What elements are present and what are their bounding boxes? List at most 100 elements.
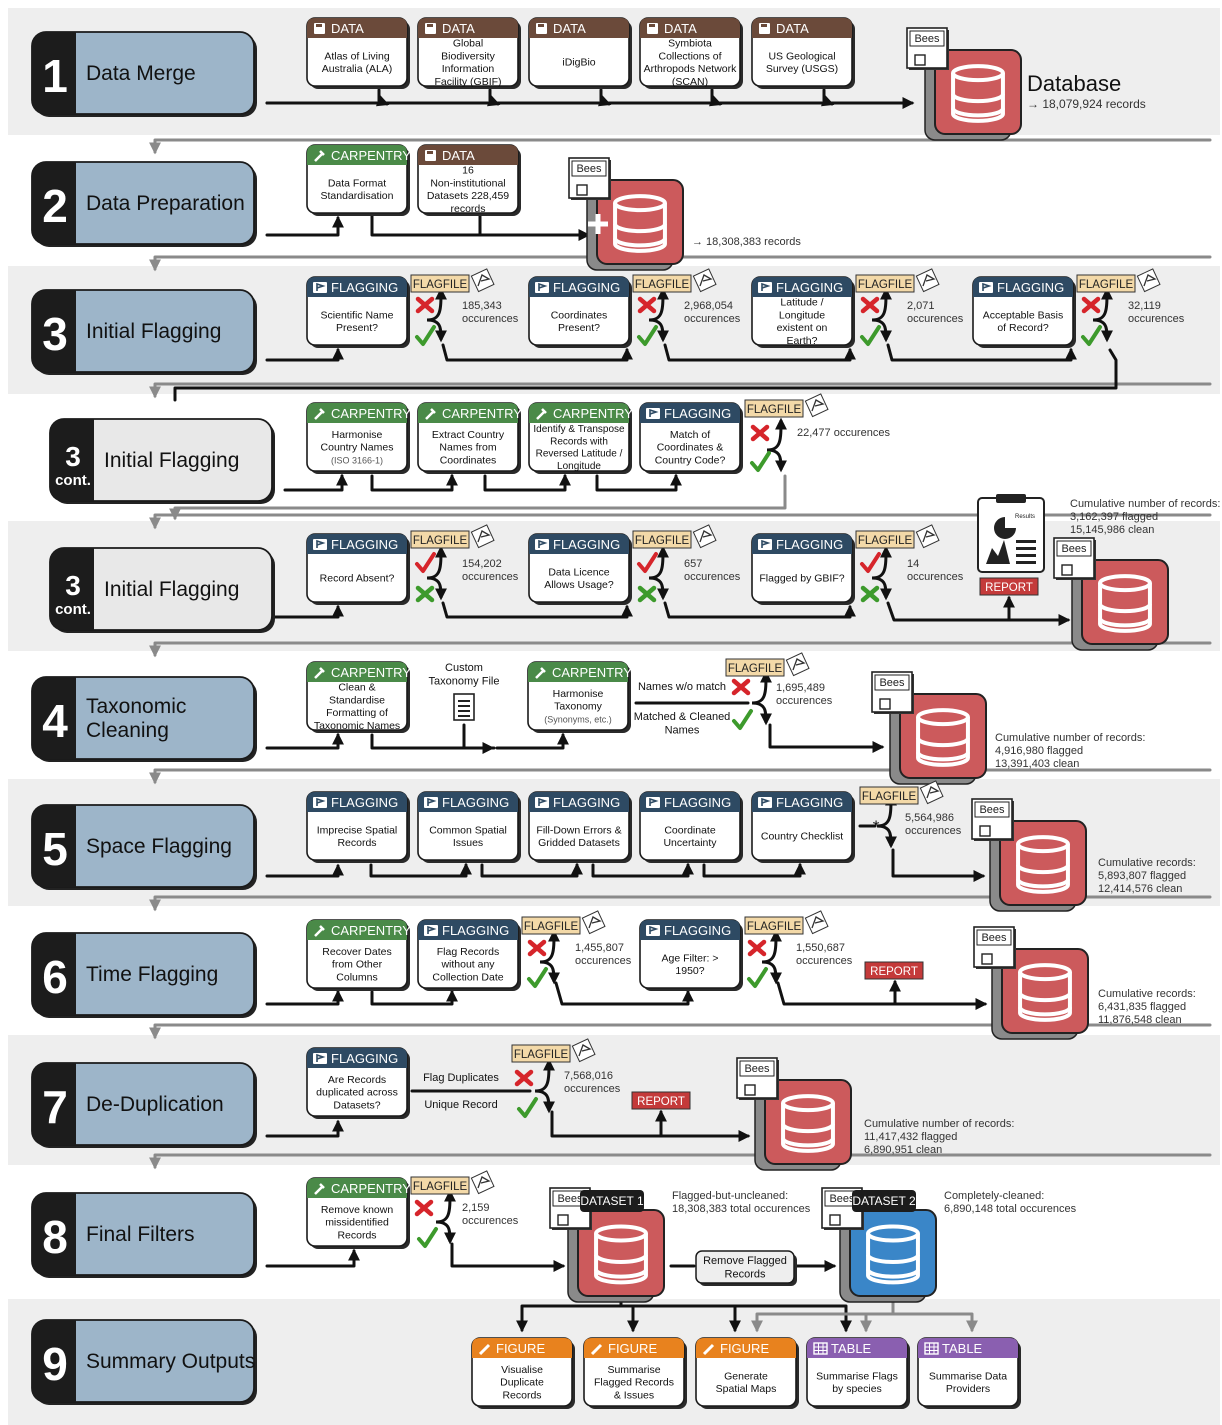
wrench-icon	[425, 408, 436, 420]
box-subtext: (Synonyms, etc.)	[544, 714, 612, 724]
box-header-label: FLAGGING	[331, 537, 398, 552]
flow-arrow	[149, 382, 1212, 399]
flagfile-label: FLAGFILE	[858, 279, 913, 291]
stage-number-block	[32, 933, 76, 1015]
stage-number-block	[50, 419, 94, 501]
stage-number-block	[32, 162, 76, 244]
box-header	[307, 1178, 407, 1198]
flag-glyph	[649, 797, 659, 806]
duplicate-label: Flag Duplicates	[423, 1072, 499, 1084]
floppy-slot	[576, 184, 588, 196]
no-match-label: Names w/o match	[638, 681, 726, 693]
branch-down	[871, 576, 892, 601]
box-header	[307, 145, 407, 165]
flagfile-badge: FLAGFILE	[855, 524, 940, 549]
flow-arrow	[149, 895, 1212, 912]
box-header	[584, 1338, 684, 1358]
flagfile-label: FLAGFILE	[635, 535, 690, 547]
branch-down	[534, 1089, 555, 1114]
flow-arrow	[149, 768, 1212, 785]
cross-icon	[860, 296, 880, 314]
cumulative-clean: 11,876,548 clean	[1098, 1014, 1182, 1026]
box-header-label: FIGURE	[608, 1341, 657, 1356]
stage-number-block	[32, 805, 76, 887]
check-icon	[750, 451, 771, 472]
flag-glyph	[538, 797, 548, 806]
floppy-label	[976, 929, 1012, 946]
flow-arrow	[886, 343, 1077, 362]
flagfile-box	[855, 530, 915, 549]
floppy-shutter	[316, 24, 322, 27]
stage-number-block	[32, 677, 76, 759]
cumulative-clean: 12,414,576 clean	[1098, 883, 1182, 895]
flagfile-badge: FLAGFILE	[725, 652, 810, 677]
box-header-label: CARPENTRY	[331, 148, 411, 163]
database-icon: Bees	[871, 671, 987, 785]
flagfile-label: FLAGFILE	[1079, 279, 1134, 291]
database-ring	[781, 1137, 835, 1148]
box-header	[752, 534, 852, 554]
branch-down	[871, 318, 892, 343]
flagfile-box	[744, 399, 804, 418]
box-header-label: FLAGGING	[664, 406, 731, 421]
flow-arrow	[149, 255, 1212, 272]
stage-number: 4	[42, 695, 68, 747]
occurrence-unit: occurences	[462, 313, 519, 325]
box-header	[529, 403, 629, 423]
cumulative-flagged: 5,893,807 flagged	[1098, 870, 1186, 882]
table-grid	[814, 1343, 827, 1354]
branch-up	[539, 929, 560, 964]
flow-arrow	[370, 733, 495, 754]
box-text: iDigBio	[562, 57, 595, 69]
database-icon: Bees	[1053, 537, 1169, 651]
check-icon	[415, 325, 436, 346]
occurrence-count: 2,968,054	[684, 300, 733, 312]
floppy-shutter	[538, 24, 544, 27]
wrench-icon	[314, 667, 325, 679]
occurrence-unit: occurences	[907, 313, 964, 325]
flow-arrow	[441, 343, 633, 362]
box-header-label: CARPENTRY	[331, 406, 411, 421]
stage-title: Space Flagging	[86, 835, 232, 858]
stage-title: Initial Flagging	[104, 449, 239, 472]
branch-up	[751, 670, 772, 705]
box-header	[307, 662, 407, 682]
stage-number: 3	[65, 570, 81, 601]
occurrence-unit: occurences	[905, 825, 962, 837]
floppy-bees-label: Bees	[979, 804, 1005, 816]
cross-icon	[527, 939, 547, 957]
flow-arrow	[149, 1153, 1212, 1170]
check-icon	[747, 967, 768, 988]
stage-number-block	[32, 1320, 76, 1402]
flow-arrow	[169, 474, 787, 521]
check-icon	[637, 325, 658, 346]
floppy-bees-label: Bees	[829, 1193, 855, 1205]
stage-number: 5	[42, 823, 68, 875]
floppy-label	[1056, 540, 1092, 557]
dataset2-count: 6,890,148 total occurences	[944, 1203, 1077, 1215]
stage-title: Data Preparation	[86, 192, 245, 215]
box-header	[528, 662, 628, 682]
unique-label: Unique Record	[424, 1099, 497, 1111]
branch-up	[761, 929, 782, 964]
floppy-label	[571, 160, 607, 177]
branch-down	[766, 448, 787, 473]
flow-arrow	[480, 862, 583, 878]
stage-cont: cont.	[55, 472, 91, 489]
stage-title: De-Duplication	[86, 1093, 224, 1116]
